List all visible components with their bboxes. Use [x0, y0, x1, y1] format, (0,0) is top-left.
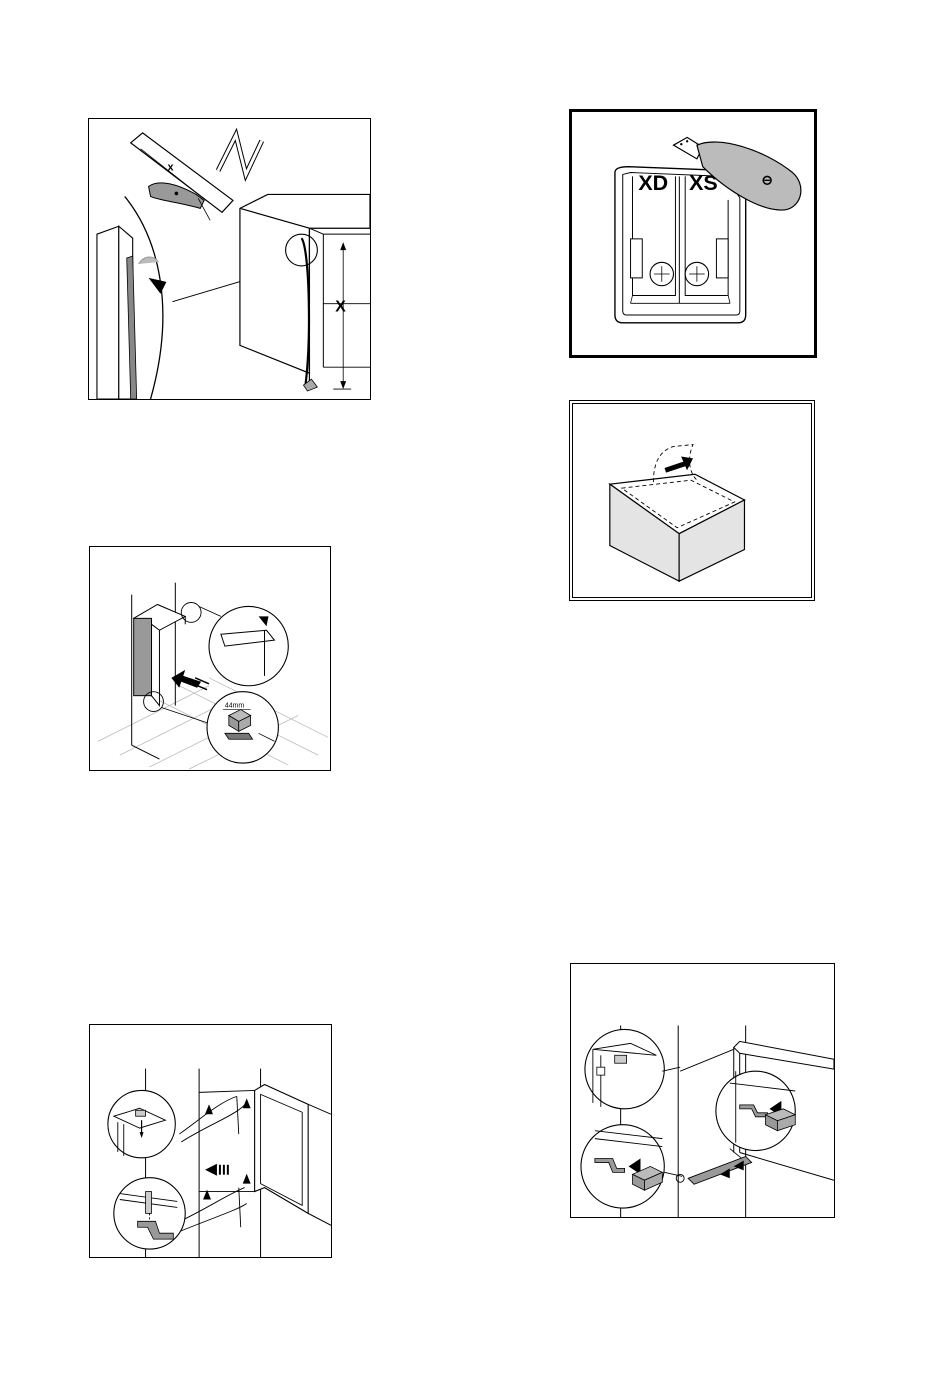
figure-hinge-cover: XD XS: [569, 109, 817, 358]
gap-label: 44mm: [225, 703, 244, 710]
push-in-illustration: 44mm: [90, 547, 330, 770]
hinge-mark-left: XD: [638, 171, 668, 195]
small-x-label: x: [167, 162, 173, 174]
figure-measure-trim: x X: [88, 118, 371, 400]
plinth-clips-illustration: [571, 964, 834, 1217]
hinge-cover-illustration: XD XS: [572, 112, 814, 355]
figure-push-in: 44mm: [89, 546, 331, 771]
adhesive-block-illustration: [570, 401, 814, 600]
measure-trim-illustration: x X: [89, 119, 370, 399]
door-brackets-illustration: [90, 1025, 331, 1257]
figure-plinth-clips: [570, 963, 835, 1218]
figure-door-brackets: [89, 1024, 332, 1258]
figure-adhesive-block: [569, 400, 815, 601]
big-x-label: X: [335, 299, 346, 316]
